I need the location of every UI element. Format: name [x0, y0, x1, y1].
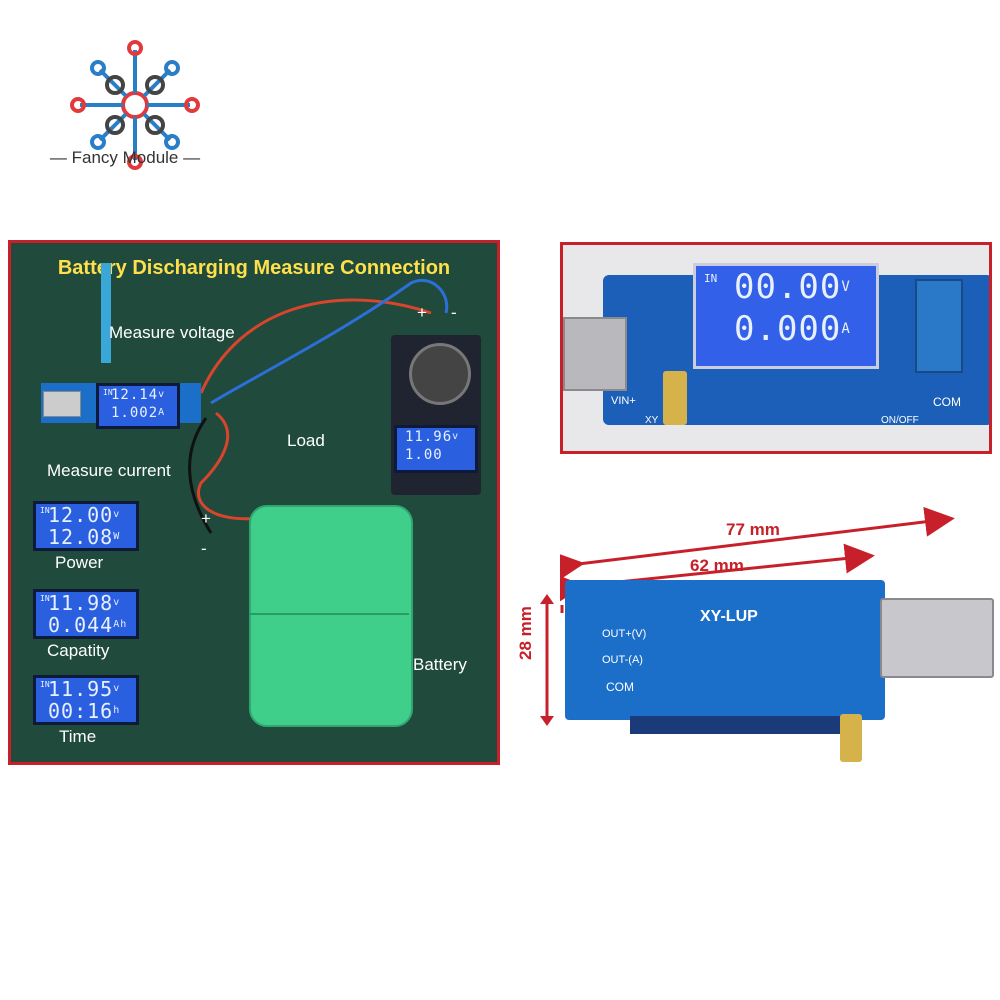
load-voltage: 11.96	[405, 429, 453, 445]
module-back-board	[565, 580, 885, 720]
readout-capacity-voltage: 11.98	[48, 591, 114, 615]
panel-title: Battery Discharging Measure Connection	[57, 257, 451, 279]
readout-power-voltage: 12.00	[48, 503, 114, 527]
dimension-62mm: 62 mm	[690, 556, 744, 575]
readout-time-value: 00:16	[48, 699, 114, 723]
module-closeup-panel: IN 00.00V 0.000A VIN+ COM ON/OFF XY	[560, 242, 992, 454]
potentiometer	[663, 371, 687, 425]
load-minus-sign: -	[451, 303, 457, 322]
readout-power-tag: IN	[40, 506, 50, 515]
load-display: 11.96v 1.00	[394, 425, 478, 473]
label-power: Power	[55, 553, 104, 572]
usb-connector	[563, 317, 627, 391]
dimension-width-arrow	[540, 594, 554, 726]
label-measure-voltage: Measure voltage	[109, 323, 235, 342]
usb-plug	[43, 391, 81, 417]
closeup-display: IN 00.00V 0.000A	[693, 263, 879, 369]
readout-power-value: 12.08	[48, 525, 114, 549]
meter-voltage-unit: v	[158, 389, 166, 400]
silk-onoff: ON/OFF	[881, 415, 919, 426]
label-time: Time	[59, 727, 97, 746]
load-plus-sign: +	[417, 303, 427, 322]
readout-capacity-tag: IN	[40, 594, 50, 603]
readout-time-unit: h	[113, 705, 121, 716]
label-capacity: Capatity	[47, 641, 110, 660]
closeup-current: 0.000	[734, 309, 842, 349]
label-measure-current: Measure current	[47, 461, 171, 480]
readout-capacity-display: IN 11.98v 0.044Ah	[33, 589, 139, 639]
usb-plug-bottom	[880, 598, 994, 678]
meter-voltage: 12.14	[111, 387, 159, 403]
meter-in-tag: IN	[103, 388, 113, 397]
wires	[101, 263, 449, 534]
readout-time-display: IN 11.95v 00:16h	[33, 675, 139, 725]
pad-out-v: OUT+(V)	[602, 628, 647, 640]
meter-current: 1.002	[111, 405, 159, 421]
load-current: 1.00	[405, 447, 443, 463]
potentiometer-bottom	[840, 714, 862, 762]
discharge-photo-panel: Battery Discharging Measure Connection I…	[8, 240, 500, 765]
brand-logo-icon	[70, 40, 200, 170]
readout-capacity-unit: Ah	[113, 619, 128, 630]
battery-pack	[249, 505, 413, 727]
readout-power-unit: W	[113, 531, 121, 542]
readout-time-tag: IN	[40, 680, 50, 689]
silk-vin: VIN+	[611, 395, 636, 407]
readout-power-display: IN 12.00v 12.08W	[33, 501, 139, 551]
readout-capacity-voltage-unit: v	[113, 597, 121, 608]
closeup-voltage: 00.00	[734, 267, 842, 307]
battery-plus-sign: +	[201, 509, 211, 528]
silk-com: COM	[933, 395, 961, 409]
silk-xy: XY	[645, 415, 659, 426]
pad-com: COM	[606, 680, 634, 694]
readout-time-voltage-unit: v	[113, 683, 121, 694]
dimension-28mm: 28 mm	[516, 606, 535, 660]
terminal-block	[915, 279, 963, 373]
readout-time-voltage: 11.95	[48, 677, 114, 701]
closeup-current-unit: A	[841, 321, 851, 337]
closeup-voltage-unit: V	[841, 279, 851, 295]
readout-capacity-value: 0.044	[48, 613, 114, 637]
battery-minus-sign: -	[201, 539, 207, 558]
label-load: Load	[287, 431, 325, 450]
label-battery: Battery	[413, 655, 467, 674]
display-pins	[630, 716, 850, 734]
readout-power-voltage-unit: v	[113, 509, 121, 520]
load-voltage-unit: v	[452, 431, 460, 442]
fan-icon	[409, 343, 471, 405]
closeup-in-tag: IN	[704, 272, 718, 285]
meter-display: IN 12.14v 1.002A	[96, 383, 180, 429]
dimension-77mm: 77 mm	[726, 520, 780, 539]
meter-current-unit: A	[158, 407, 166, 418]
board-name: XY-LUP	[700, 608, 758, 625]
pad-out-a: OUT-(A)	[602, 654, 643, 666]
battery-seam	[249, 613, 409, 615]
brand-name: — Fancy Module —	[49, 148, 201, 167]
